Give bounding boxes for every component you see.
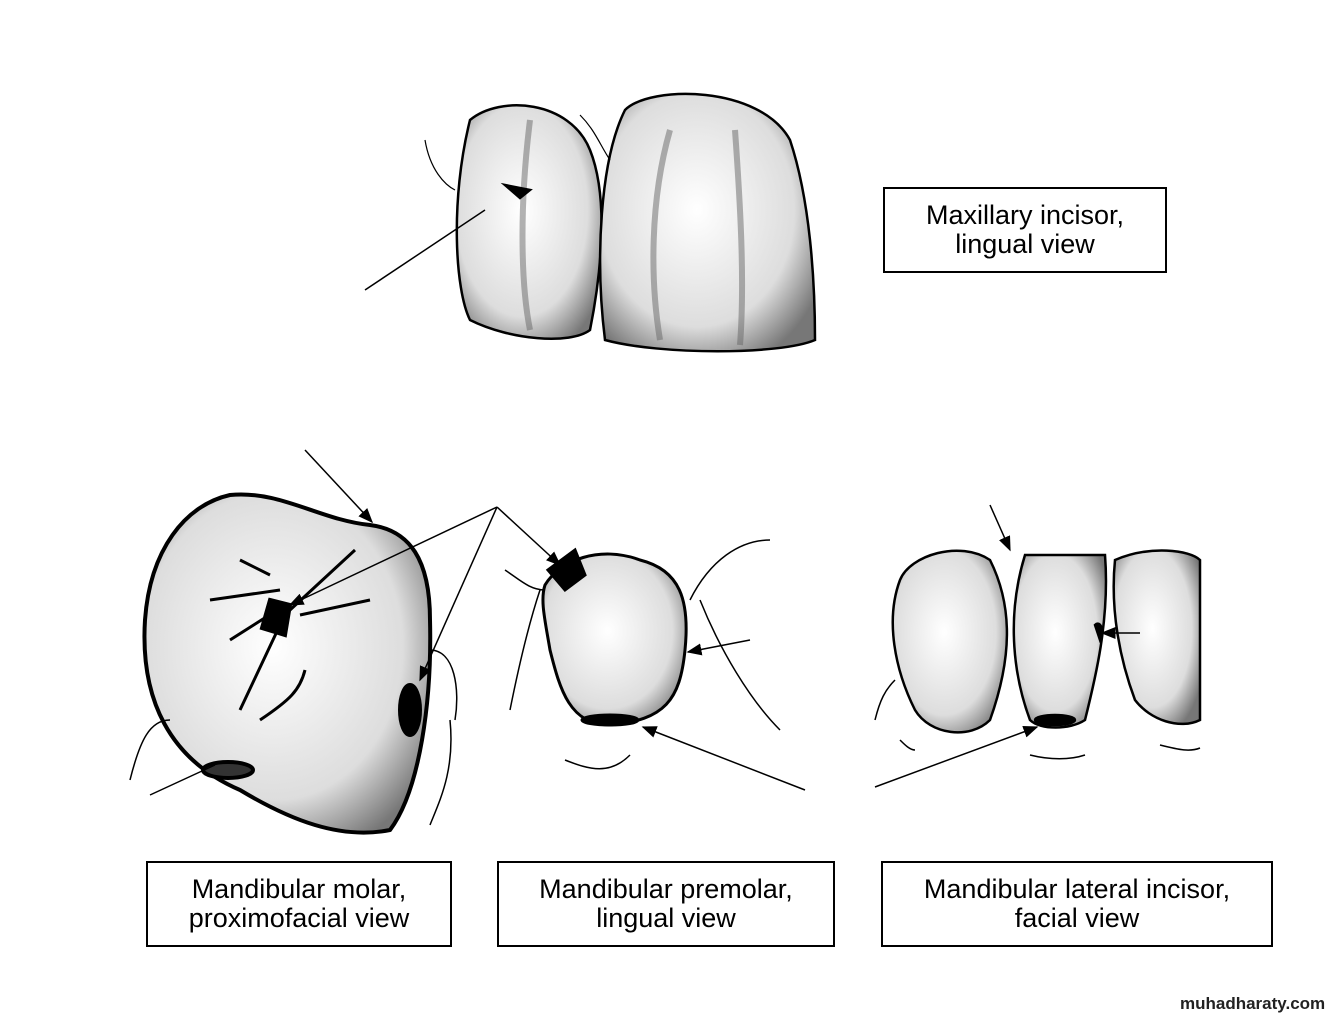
label-line: proximofacial view	[188, 903, 410, 933]
label-mandibular-molar: Mandibular molar, proximofacial view	[146, 861, 452, 947]
label-mandibular-lateral-incisor: Mandibular lateral incisor, facial view	[881, 861, 1273, 947]
label-line: facial view	[1014, 903, 1140, 933]
label-maxillary-incisor: Maxillary incisor, lingual view	[883, 187, 1167, 273]
label-line: Mandibular molar,	[191, 874, 407, 904]
label-line: Mandibular lateral incisor,	[923, 874, 1231, 904]
label-line: lingual view	[955, 229, 1095, 259]
mandibular-lateral-incisors	[874, 549, 1202, 760]
incisor-arrows	[874, 504, 1140, 788]
maxillary-incisors	[424, 92, 817, 353]
watermark: muhadharaty.com	[1180, 994, 1326, 1013]
label-line: Mandibular premolar,	[539, 874, 793, 904]
molar-arrows	[149, 449, 562, 796]
label-line: lingual view	[596, 903, 736, 933]
arrow	[364, 209, 486, 291]
label-mandibular-premolar: Mandibular premolar, lingual view	[497, 861, 835, 947]
mandibular-molar	[129, 492, 458, 835]
premolar-arrows	[641, 639, 806, 791]
mandibular-premolar	[504, 539, 781, 770]
label-line: Maxillary incisor,	[925, 200, 1125, 230]
